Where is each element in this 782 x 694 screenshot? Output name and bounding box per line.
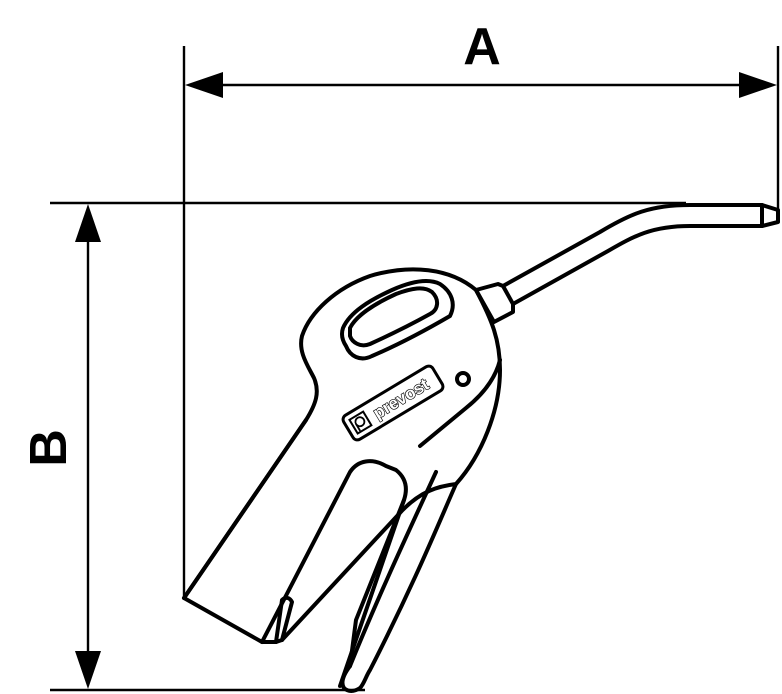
body-contour-line [418, 358, 502, 448]
gun-body [182, 267, 502, 644]
trigger-lever-inner [348, 498, 406, 668]
dimension-b: B [20, 201, 686, 692]
trigger-lever [340, 470, 458, 693]
arrow-right-icon [739, 72, 777, 98]
dimension-a: A [182, 18, 780, 600]
prevost-logo-icon [348, 410, 373, 435]
nozzle-tip [760, 203, 780, 228]
brand-plate: prevost [341, 364, 445, 442]
handle-base [274, 595, 294, 644]
dimension-b-label: B [20, 429, 78, 467]
nozzle-collar [474, 282, 515, 324]
blow-gun: prevost [182, 203, 780, 693]
handle-grip [182, 418, 408, 688]
dimension-a-label: A [463, 18, 501, 76]
top-window-outer [340, 279, 455, 361]
indicator-hole [455, 371, 471, 387]
arrow-down-icon [75, 651, 101, 689]
top-window-inner [348, 286, 439, 348]
arrow-up-icon [75, 204, 101, 242]
arrow-left-icon [185, 72, 223, 98]
nozzle-tube [501, 203, 764, 306]
